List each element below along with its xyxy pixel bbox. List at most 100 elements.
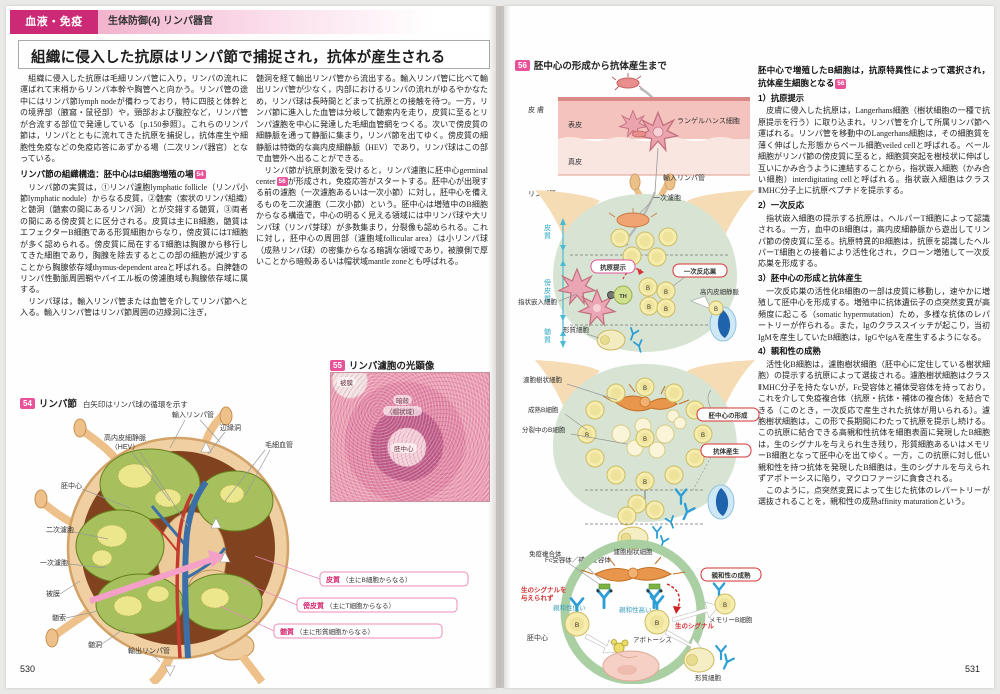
fig54-badge: 54 (20, 398, 35, 409)
th-cell-label: TH (619, 294, 626, 300)
b-cell-label: B (664, 290, 668, 296)
svg-text:皮質（主にB細胞からなる）: 皮質（主にB細胞からなる） (325, 575, 411, 584)
lymph-node-2 (535, 360, 755, 550)
label-mature-b: 成熟B細胞 (528, 405, 559, 414)
b-cell-label: B (647, 305, 651, 311)
paragraph: 組織に侵入した抗原は毛細リンパ管に入り，リンパの流れに運ばれて末梢からリンパ本幹… (20, 74, 248, 164)
label-hev: 高内皮細静脈 (700, 287, 740, 296)
leader-line (654, 147, 659, 193)
badge-primary-focus: 一次反応巣 (672, 263, 728, 287)
svg-text:髄質（主に形質細胞からなる）: 髄質（主に形質細胞からなる） (280, 627, 374, 636)
label-marginal-sinus: 辺縁洞 (220, 423, 241, 432)
badge-affinity-maturation: 親和性の成熟 (700, 567, 762, 582)
leader-line (570, 433, 628, 445)
chapter-tab: 血液・免疫 (10, 10, 98, 34)
leader-line (560, 557, 600, 585)
label-interdigitating-cell: 指状嵌入細胞 (518, 297, 558, 306)
label-fdc-2: 濾胞樹状細胞 (614, 547, 654, 556)
label-hev-abbr: （HEV） (111, 443, 139, 451)
subsection-title: 3）胚中心の形成と抗体産生 (758, 272, 863, 283)
b-cell-label: B (701, 433, 705, 439)
label-fc-receptor: Fc受容体／補体受容体 (545, 555, 611, 564)
b-cell-label: B (664, 307, 668, 313)
page-number: 530 (20, 664, 36, 674)
b-cell-label: B (585, 433, 589, 439)
leader-line (558, 293, 578, 302)
page-title-box: 組織に侵入した抗原はリンパ節で捕捉され，抗体が産生される (18, 40, 490, 69)
badge-antigen-presentation: 抗原提示 (590, 259, 636, 274)
svg-text:胚中心の形成: 胚中心の形成 (709, 411, 749, 420)
page-gutter (488, 6, 512, 688)
leader-line (564, 413, 588, 431)
label-no-signal-2: 与えられず (521, 593, 554, 602)
b-cell-label: B (723, 603, 727, 609)
label-dermis: 真皮 (568, 157, 582, 166)
left-column-2: 髄洞を経て輸出リンパ管から流出する。輸入リンパ管に比べて輸出リンパ管が少なく，内… (256, 73, 488, 359)
paragraph: 皮膚に侵入した抗原は，Langerhans細胞（樹状細胞の一種で抗原提示を行う）… (758, 106, 990, 196)
label-no-signal: 生のシグナルを (521, 585, 567, 594)
label-germinal-center: 胚中心 (391, 443, 417, 453)
subsection-title: 2）一次反応 (758, 199, 805, 210)
leader-line (586, 333, 600, 339)
svg-text:一次反応巣: 一次反応巣 (684, 267, 717, 276)
page-number: 531 (964, 664, 980, 674)
paragraph: 指状嵌入細胞の提示する抗原は，ヘルパーT細胞によって認識される。一方，血中のB細… (758, 213, 990, 269)
label-hev: 高内皮細静脈 (104, 433, 146, 442)
afferent-vessel-icons (629, 173, 676, 207)
label-high-affinity: 親和性高い (619, 605, 652, 614)
affinity-maturation-circle (560, 539, 736, 684)
leader-line (638, 201, 652, 215)
b-cell-label: B (655, 620, 659, 627)
label-apoptosis: アポトーシス (633, 636, 672, 644)
b-cell-label: B (575, 622, 579, 629)
label-paracortex: 傍皮質 (544, 278, 552, 303)
svg-text:傍皮質（主にT細胞からなる）: 傍皮質（主にT細胞からなる） (303, 601, 395, 610)
badge-antibody-production: 抗体産生 (692, 443, 752, 491)
figure-ref-badge: 56 (276, 176, 288, 187)
left-column-1: 組織に侵入した抗原は毛細リンパ管に入り，リンパの流れに運ばれて末梢からリンパ本幹… (20, 73, 248, 393)
fig55-histology-image: 被膜 暗殻 （帽状域） 胚中心 (330, 372, 490, 502)
zone-label-cortex: 皮質（主にB細胞からなる） (319, 571, 469, 587)
subsection-title: 4）親和性の成熟 (758, 345, 821, 356)
paragraph: このように，点突然変異によって生じた抗体のレパートリーが選抜されることを，親和性… (758, 485, 990, 507)
b-cell-label: B (646, 286, 650, 292)
leader-line (566, 383, 618, 401)
label-live-signal: 生のシグナル (675, 621, 715, 630)
label-afferent: 輸入リンパ管 (663, 173, 705, 182)
label-mantle: 暗殻 (393, 395, 412, 405)
label-dividing-b: 分裂中のB細胞 (522, 425, 566, 434)
b-cell-label: B (643, 386, 647, 392)
figure-ref-badge: 54 (194, 169, 206, 179)
figure-ref-badge: 56 (835, 78, 847, 89)
paragraph: 一次反応巣の活性化B細胞の一部は皮質に移動し，速やかに増殖して胚中心を形成する。… (758, 286, 990, 342)
fig56-sequence-illustration: 皮 膚 表皮 真皮 ランゲルハンス細胞 輸入リンパ管 リンパ節 (518, 73, 762, 684)
fig54-lymph-node-illustration: 輸入リンパ管 高内皮細静脈 （HEV） 辺縁洞 毛細血管 胚中心 二次濾胞 一次… (34, 406, 469, 684)
zone-label-paracortex: 傍皮質（主にT細胞からなる） (296, 597, 458, 613)
label-primary-follicle: 一次濾胞 (653, 193, 681, 202)
label-germinal-center: 胚中心 (527, 633, 548, 642)
paragraph: 活性化B細胞は，濾胞樹状細胞（胚中心に定住している樹状細胞）の提示する抗原によっ… (758, 359, 990, 484)
label-primary-follicle: 一次濾胞 (40, 558, 68, 567)
zone-label-medulla: 髄質（主に形質細胞からなる） (273, 623, 443, 639)
svg-text:抗原提示: 抗原提示 (600, 263, 627, 272)
b-cell-label: B (643, 437, 647, 443)
langerhans-cell (619, 110, 679, 151)
label-medullary-sinus: 髄洞 (88, 640, 102, 649)
label-langerhans: ランゲルハンス細胞 (677, 116, 740, 125)
label-low-affinity: 親和性低い (553, 603, 586, 612)
bacteria-icon (611, 73, 644, 91)
label-medullary-cord: 髄索 (52, 613, 66, 622)
label-immune-complex: 免疫複合体 (529, 549, 562, 558)
label-plasma-cell: 形質細胞 (563, 325, 590, 334)
paragraph: 髄洞を経て輸出リンパ管から流出する。輸入リンパ管に比べて輸出リンパ管が少なく，内… (256, 74, 488, 164)
leader-lines (59, 419, 321, 663)
label-capillary: 毛細血管 (265, 440, 293, 449)
fig55-badge: 55 (330, 360, 345, 371)
